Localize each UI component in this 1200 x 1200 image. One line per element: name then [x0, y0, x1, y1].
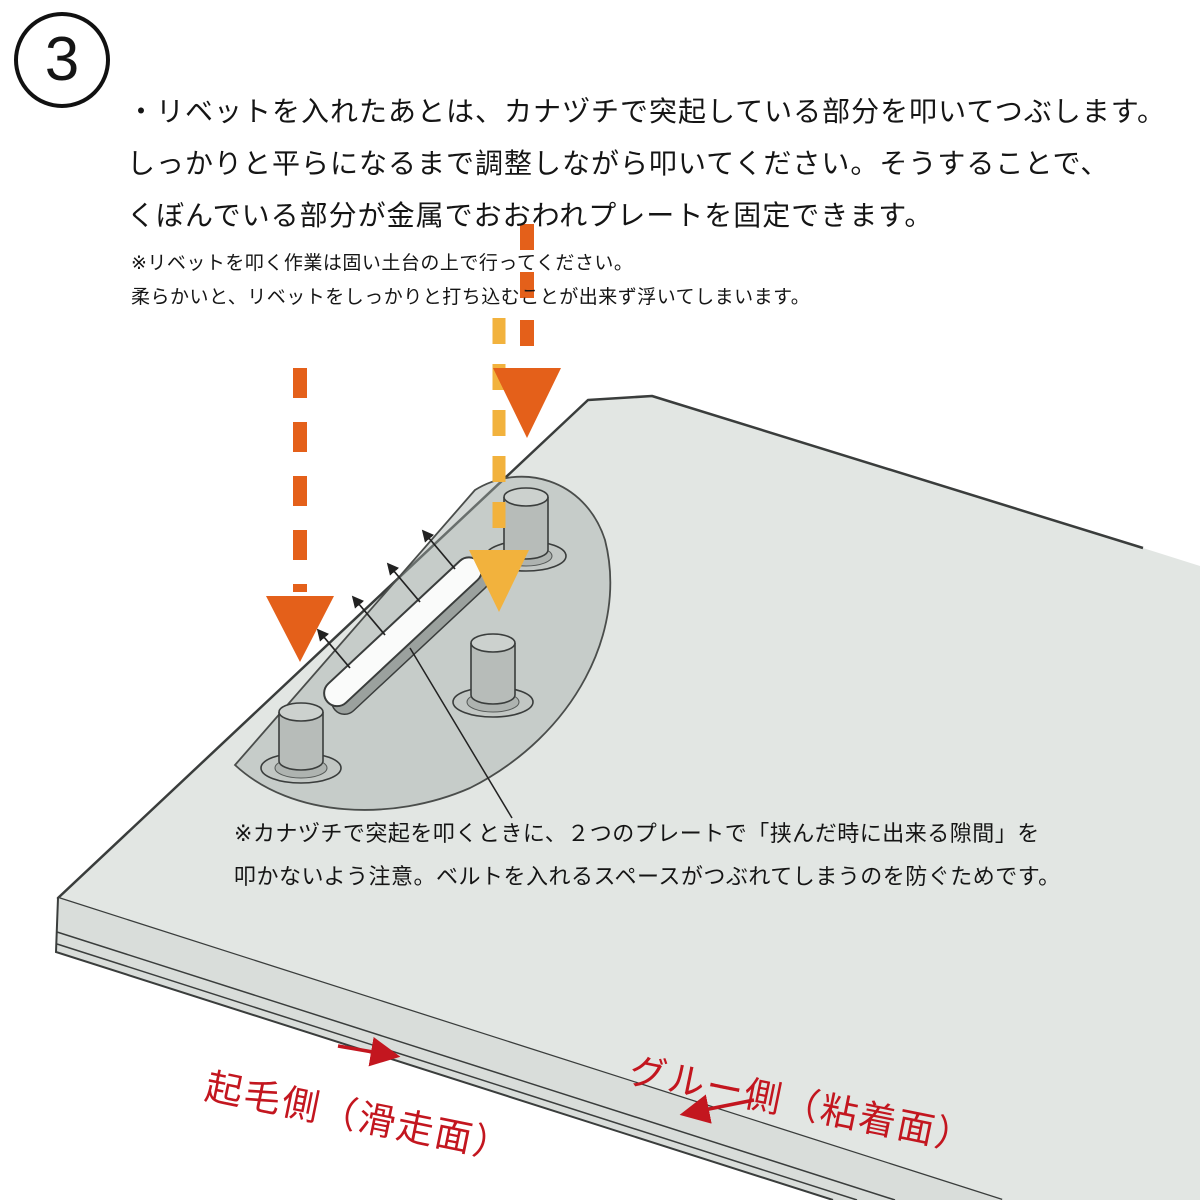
rivet-bottom-left — [260, 702, 342, 784]
caution-leader-line — [409, 647, 513, 819]
hammer-arrow-orange-left — [266, 368, 334, 662]
skin-sheet-top-face — [58, 396, 1200, 1200]
hammer-caution-note: ※カナヅチで突起を叩くときに、２つのプレートで「挟んだ時に出来る隙間」を 叩かな… — [234, 812, 1061, 898]
instruction-text-block: ・リベットを入れたあとは、カナヅチで突起している部分を叩いてつぶします。 しっか… — [127, 86, 1166, 242]
rivet-middle — [452, 633, 534, 718]
glue-side-arrow — [679, 1094, 755, 1124]
gap-arrow-yellow — [469, 318, 529, 612]
gap-indicator-arrows — [316, 529, 456, 669]
skin-layer-line — [56, 931, 896, 1200]
instruction-line: しっかりと平らになるまで調整しながら叩いてください。そうすることで、 — [127, 148, 1110, 179]
hard-base-note: ※リベットを叩く作業は固い土台の上で行ってください。 柔らかいと、リベットをしっ… — [131, 247, 810, 315]
base-note-line: ※リベットを叩く作業は固い土台の上で行ってください。 — [131, 253, 634, 274]
step-number-badge: 3 — [14, 12, 110, 108]
caution-note-line: ※カナヅチで突起を叩くときに、２つのプレートで「挟んだ時に出来る隙間」を — [234, 821, 1040, 846]
caution-note-line: 叩かないよう注意。ベルトを入れるスペースがつぶれてしまうのを防ぐためです。 — [234, 864, 1061, 889]
hammer-arrow-orange-top — [493, 224, 561, 438]
base-note-line: 柔らかいと、リベットをしっかりと打ち込むことが出来ず浮いてしまいます。 — [131, 287, 811, 308]
skin-layer-line — [56, 943, 858, 1200]
belt-slot — [323, 556, 491, 715]
plush-side-arrow — [337, 1037, 401, 1067]
instruction-line: ・リベットを入れたあとは、カナヅチで突起している部分を叩いてつぶします。 — [127, 96, 1166, 127]
instruction-line: くぼんでいる部分が金属でおおわれプレートを固定できます。 — [127, 200, 934, 231]
skin-sheet-edge-band — [56, 898, 1002, 1200]
step-number: 3 — [44, 25, 80, 94]
skin-sheet-edge-band-outline — [54, 897, 834, 1200]
